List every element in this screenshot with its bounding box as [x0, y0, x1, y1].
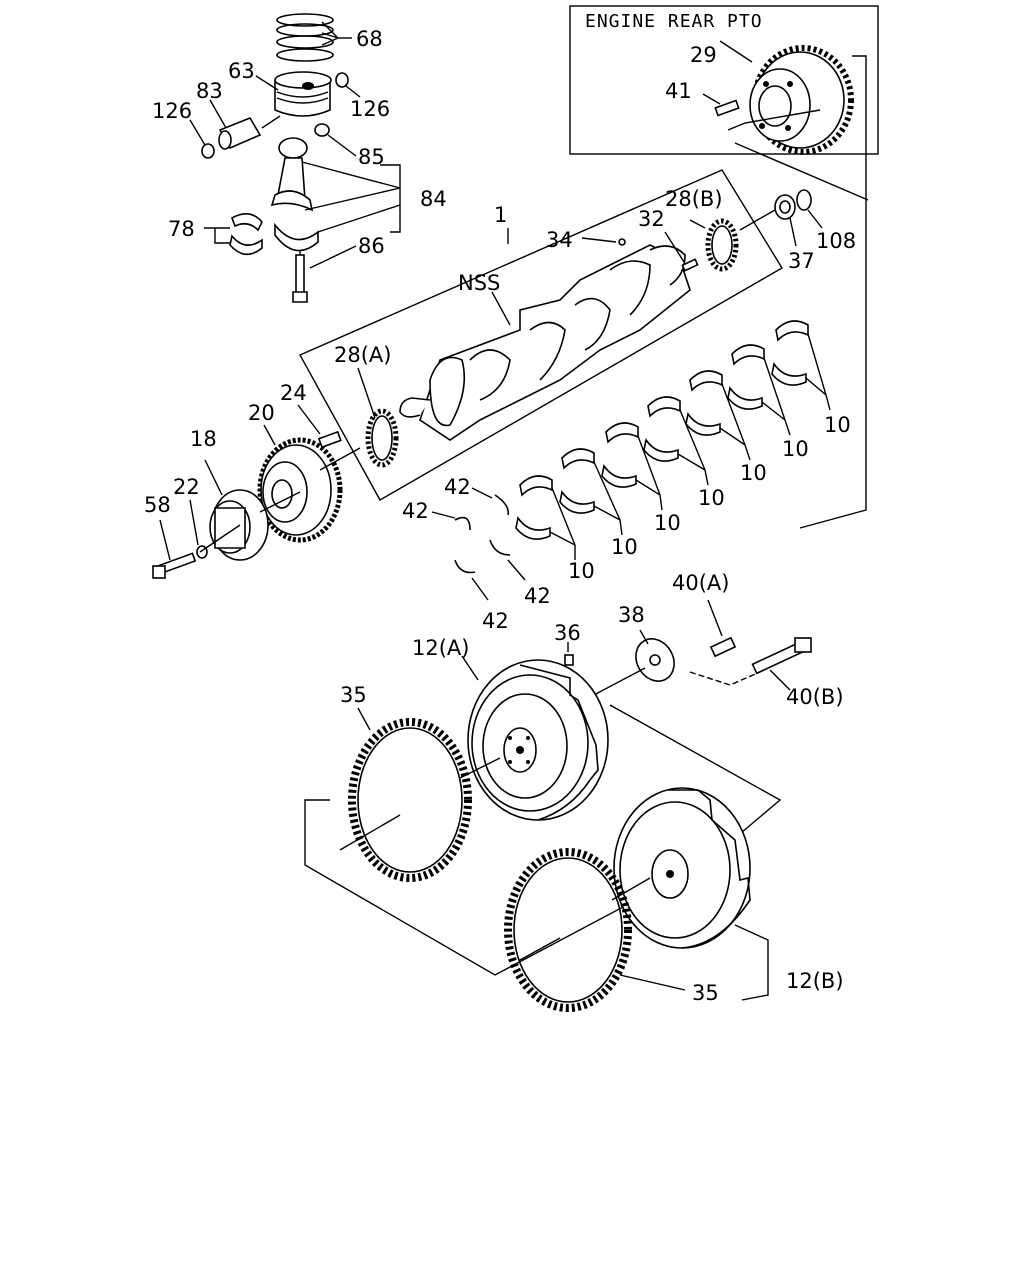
label-35-top: 35	[340, 683, 367, 707]
washer-22	[189, 499, 208, 559]
flywheel-12a	[461, 655, 609, 821]
pto-gear-29	[749, 45, 854, 155]
bracket-12b	[734, 924, 769, 1001]
label-18: 18	[190, 427, 217, 451]
bolt-40b	[751, 637, 812, 691]
flywheel-bracket	[304, 799, 641, 976]
label-42-c: 42	[524, 584, 551, 608]
ring-gear-35b	[504, 848, 686, 1012]
label-36: 36	[554, 621, 581, 645]
inset-frame	[569, 5, 879, 155]
label-10-c: 10	[654, 511, 681, 535]
label-10-d: 10	[698, 486, 725, 510]
label-86: 86	[358, 234, 385, 258]
label-10-f: 10	[782, 437, 809, 461]
label-24: 24	[280, 381, 307, 405]
inset-title: ENGINE REAR PTO	[585, 11, 763, 32]
label-126-left: 126	[152, 99, 192, 123]
rod-cap-86	[274, 222, 357, 303]
ring-gear-35a	[348, 707, 472, 882]
label-63: 63	[228, 59, 255, 83]
label-38: 38	[618, 603, 645, 627]
snap-ring-126-left	[189, 119, 215, 159]
hub-18	[204, 459, 269, 561]
label-nss: NSS	[458, 271, 500, 295]
bolt-58	[152, 519, 197, 579]
snap-ring-126-right	[335, 72, 361, 98]
damper-pulley-20	[257, 424, 343, 543]
label-108: 108	[816, 229, 856, 253]
bolt-40a	[707, 599, 737, 658]
label-40a: 40(A)	[672, 571, 729, 595]
label-78: 78	[168, 217, 195, 241]
label-10-g: 10	[824, 413, 851, 437]
label-40b: 40(B)	[786, 685, 844, 709]
rod-bearing-78	[204, 213, 263, 256]
pin-36	[564, 642, 574, 666]
axis-line-pulley	[199, 447, 361, 553]
bolt-41	[714, 99, 740, 117]
bolt-axis-dashed	[689, 671, 761, 686]
label-37: 37	[788, 249, 815, 273]
label-41: 41	[665, 79, 692, 103]
label-20: 20	[248, 401, 275, 425]
label-32: 32	[638, 207, 665, 231]
label-42-a: 42	[444, 475, 471, 499]
piston-rings-68	[276, 13, 352, 62]
label-29: 29	[690, 43, 717, 67]
label-42-d: 42	[482, 609, 509, 633]
label-42-b: 42	[402, 499, 429, 523]
label-22: 22	[173, 475, 200, 499]
bearing-37	[774, 194, 797, 247]
main-bearings-10	[515, 320, 831, 560]
key-32	[664, 231, 699, 272]
ring-108	[796, 189, 823, 229]
label-34: 34	[546, 228, 573, 252]
label-83: 83	[196, 79, 223, 103]
label-12b: 12(B)	[786, 969, 844, 993]
gear-28a	[365, 408, 399, 468]
label-28a: 28(A)	[334, 343, 391, 367]
label-35-bottom: 35	[692, 981, 719, 1005]
label-12a: 12(A)	[412, 636, 469, 660]
pin-34	[581, 237, 626, 246]
label-10-b: 10	[611, 535, 638, 559]
crankshaft	[399, 244, 691, 441]
piston-pin-83	[209, 99, 281, 150]
label-84: 84	[420, 187, 447, 211]
connecting-rod-84	[270, 137, 314, 212]
thrust-washers-42	[431, 487, 526, 601]
label-1: 1	[494, 203, 507, 227]
label-126-right: 126	[350, 97, 390, 121]
label-28b: 28(B)	[665, 187, 723, 211]
label-10-a: 10	[568, 559, 595, 583]
flywheel-12b	[613, 787, 751, 949]
bushing-85	[314, 123, 357, 157]
gear-28b	[689, 218, 739, 272]
leader-28a	[357, 367, 376, 419]
label-68: 68	[356, 27, 383, 51]
leader-84	[301, 161, 401, 233]
plate-38	[635, 629, 675, 682]
inset-engine-rear-pto: ENGINE REAR PTO	[569, 5, 879, 529]
label-85: 85	[358, 145, 385, 169]
bolt-24	[297, 404, 342, 449]
piston-63	[255, 71, 332, 117]
label-10-e: 10	[740, 461, 767, 485]
label-58: 58	[144, 493, 171, 517]
leader-nss	[491, 291, 511, 326]
callout-labels: 68 63 126 83 126 85 84 78 86 1 29 41 28(…	[144, 27, 856, 1005]
bracket-84-86	[380, 164, 401, 233]
